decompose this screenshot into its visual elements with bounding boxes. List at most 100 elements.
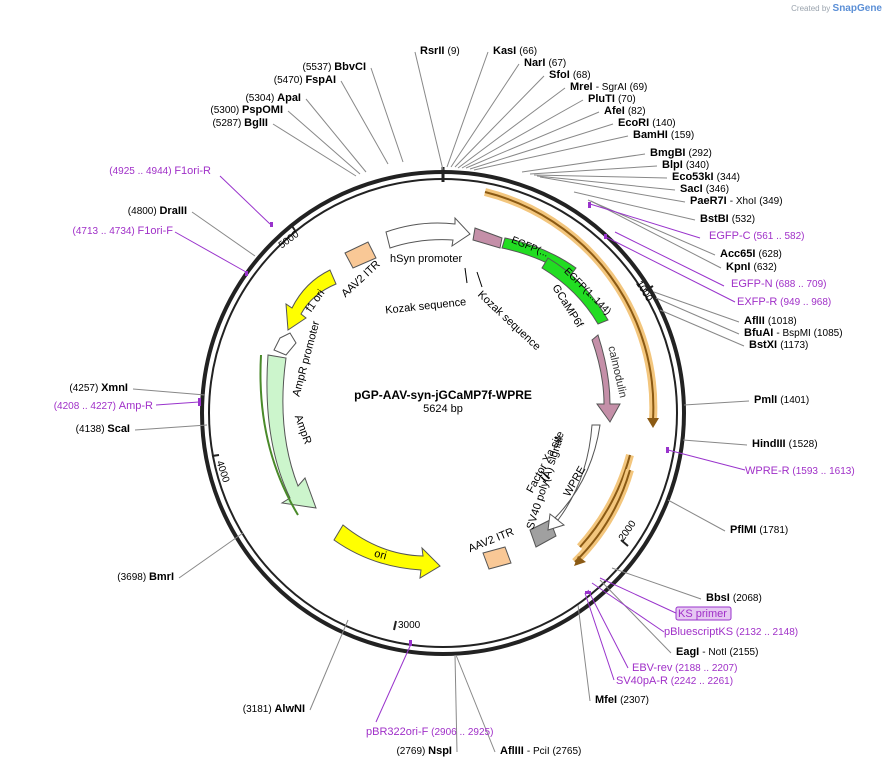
enzyme-labels: RsrII (9) KasI (66)NarI (67)SfoI (68)MreI… bbox=[69, 45, 842, 757]
enzyme-position: (2307) bbox=[620, 695, 649, 706]
enzyme-label-afei[interactable]: AfeI (82) bbox=[604, 105, 646, 117]
enzyme-label-blpi[interactable]: BlpI (340) bbox=[662, 159, 709, 171]
primer-leader-0 bbox=[219, 175, 271, 225]
enzyme-label-bmri[interactable]: (3698) BmrI bbox=[117, 571, 174, 583]
primer-label-ks-primer[interactable]: KS primer bbox=[678, 608, 727, 620]
enzyme-position-extra: (1085) bbox=[811, 328, 843, 339]
enzyme-label-kasi[interactable]: KasI (66) bbox=[493, 45, 537, 57]
enzyme-label-scai[interactable]: (4138) ScaI bbox=[76, 423, 130, 435]
tick-2000: 2000 bbox=[617, 518, 639, 547]
primer-tick-f1ori-f bbox=[245, 271, 248, 276]
enzyme-leader-rsrii bbox=[414, 51, 444, 171]
enzyme-label-paer7i[interactable]: PaeR7I - XhoI (349) bbox=[690, 195, 783, 207]
feature-label-kozak-2: Kozak sequence bbox=[475, 289, 543, 353]
enzyme-name: AlwNI bbox=[274, 703, 305, 715]
enzyme-position: (1018) bbox=[768, 316, 797, 327]
primer-range: (2132 .. 2148) bbox=[733, 627, 798, 638]
enzyme-name: PaeR7I bbox=[690, 195, 730, 207]
primer-label-exfp-r[interactable]: EXFP-R (949 .. 968) bbox=[737, 296, 831, 308]
enzyme-leader-alwni bbox=[309, 619, 349, 711]
primer-label-f1ori-r[interactable]: (4925 .. 4944) F1ori-R bbox=[109, 165, 211, 177]
primer-leader-10 bbox=[587, 589, 629, 669]
enzyme-name: BlpI bbox=[662, 159, 686, 171]
enzyme-label-pspomi[interactable]: (5300) PspOMI bbox=[210, 104, 283, 116]
enzyme-label-afliii[interactable]: AflIII - PciI (2765) bbox=[500, 745, 581, 757]
enzyme-name: EcoRI bbox=[618, 117, 652, 129]
brand-prefix: Created by bbox=[791, 4, 831, 13]
tick-label-3000: 3000 bbox=[398, 620, 421, 631]
enzyme-label-kpni[interactable]: KpnI (632) bbox=[726, 261, 777, 273]
enzyme-leader-scai bbox=[134, 424, 208, 431]
enzyme-name: PflMI bbox=[730, 524, 759, 536]
primer-name: EXFP-R bbox=[737, 296, 777, 308]
enzyme-name: KpnI bbox=[726, 261, 754, 273]
enzyme-label-pluti[interactable]: PluTI (70) bbox=[588, 93, 636, 105]
enzyme-position: (68) bbox=[573, 70, 591, 81]
primer-name: Amp-R bbox=[119, 400, 153, 412]
enzyme-label-mrei[interactable]: MreI - SgrAI (69) bbox=[570, 81, 647, 93]
feature-f1-ori bbox=[285, 269, 337, 331]
primer-label-pbr322ori-f[interactable]: pBR322ori-F (2906 .. 2925) bbox=[366, 726, 493, 738]
enzyme-position: (632) bbox=[754, 262, 777, 273]
enzyme-position: (4138) bbox=[76, 424, 108, 435]
enzyme-label-mfei[interactable]: MfeI (2307) bbox=[595, 694, 649, 706]
enzyme-leader-bbvci bbox=[370, 67, 404, 163]
primer-label-egfp-n[interactable]: EGFP-N (688 .. 709) bbox=[731, 278, 826, 290]
enzyme-label-draiii[interactable]: (4800) DraIII bbox=[128, 205, 187, 217]
enzyme-leader-bamhi bbox=[473, 135, 629, 171]
enzyme-label-apai[interactable]: (5304) ApaI bbox=[245, 92, 301, 104]
primer-label-amp-r[interactable]: (4208 .. 4227) Amp-R bbox=[54, 400, 153, 412]
enzyme-leader-kasi bbox=[446, 51, 489, 168]
enzyme-label-bbvci[interactable]: (5537) BbvCI bbox=[303, 61, 366, 73]
enzyme-label-sfoi[interactable]: SfoI (68) bbox=[549, 69, 591, 81]
enzyme-name: BbsI bbox=[706, 592, 733, 604]
enzyme-label-nari[interactable]: NarI (67) bbox=[524, 57, 566, 69]
outer-arc-features bbox=[484, 188, 659, 566]
enzyme-label-bmgbi[interactable]: BmgBI (292) bbox=[650, 147, 712, 159]
enzyme-position: (140) bbox=[652, 118, 675, 129]
enzyme-label-xmni[interactable]: (4257) XmnI bbox=[69, 382, 128, 394]
primer-label-sv40pa-r[interactable]: SV40pA-R (2242 .. 2261) bbox=[616, 675, 733, 687]
enzyme-label-eagi[interactable]: EagI - NotI (2155) bbox=[676, 646, 758, 658]
enzyme-position: (82) bbox=[628, 106, 646, 117]
enzyme-label-ecori[interactable]: EcoRI (140) bbox=[618, 117, 676, 129]
enzyme-label-rsrii[interactable]: RsrII (9) bbox=[420, 45, 460, 57]
primer-label-f1ori-f[interactable]: (4713 .. 4734) F1ori-F bbox=[73, 225, 174, 237]
primer-label-wpre-r[interactable]: WPRE-R (1593 .. 1613) bbox=[745, 465, 855, 477]
enzyme-position-extra: (2155) bbox=[727, 647, 759, 658]
enzyme-label-fspai[interactable]: (5470) FspAI bbox=[274, 74, 336, 86]
enzyme-label-pmli[interactable]: PmlI (1401) bbox=[754, 394, 809, 406]
enzyme-label-alwni[interactable]: (3181) AlwNI bbox=[243, 703, 305, 715]
enzyme-position: (2068) bbox=[733, 593, 762, 604]
enzyme-leader-nari bbox=[450, 63, 520, 168]
enzyme-label-bstbi[interactable]: BstBI (532) bbox=[700, 213, 755, 225]
primer-range: (2188 .. 2207) bbox=[672, 663, 737, 674]
feature-factor-xa-mark-2 bbox=[540, 470, 550, 480]
enzyme-leader-bstxi bbox=[659, 309, 745, 347]
primer-label-ebv-rev[interactable]: EBV-rev (2188 .. 2207) bbox=[632, 662, 737, 674]
feature-hsyn-promoter bbox=[385, 216, 471, 249]
enzyme-label-hindiii[interactable]: HindIII (1528) bbox=[752, 438, 818, 450]
enzyme-position: (532) bbox=[732, 214, 755, 225]
enzyme-position: (5537) bbox=[303, 62, 335, 73]
enzyme-leader-bstbi bbox=[573, 191, 696, 221]
enzyme-label-aflii[interactable]: AflII (1018) bbox=[744, 315, 797, 327]
enzyme-label-bglii[interactable]: (5287) BglII bbox=[212, 117, 268, 129]
primer-leader-5 bbox=[614, 231, 725, 287]
primer-tick-f1ori-r bbox=[270, 222, 273, 227]
primer-label-egfp-c[interactable]: EGFP-C (561 .. 582) bbox=[709, 230, 804, 242]
primer-leader-3 bbox=[375, 643, 412, 723]
enzyme-label-saci[interactable]: SacI (346) bbox=[680, 183, 729, 195]
enzyme-label-bstxi[interactable]: BstXI (1173) bbox=[749, 339, 808, 351]
enzyme-leader-acc65i bbox=[587, 199, 716, 256]
enzyme-label-bbsi[interactable]: BbsI (2068) bbox=[706, 592, 762, 604]
enzyme-label-bamhi[interactable]: BamHI (159) bbox=[633, 129, 694, 141]
primer-label-pbluescriptks[interactable]: pBluescriptKS (2132 .. 2148) bbox=[664, 626, 798, 638]
enzyme-position: (340) bbox=[686, 160, 709, 171]
enzyme-label-eco53ki[interactable]: Eco53kI (344) bbox=[672, 171, 740, 183]
enzyme-name: EagI bbox=[676, 646, 702, 658]
enzyme-label-bfuai[interactable]: BfuAI - BspMI (1085) bbox=[744, 327, 843, 339]
enzyme-label-nspi[interactable]: (2769) NspI bbox=[396, 745, 452, 757]
enzyme-label-pflmi[interactable]: PflMI (1781) bbox=[730, 524, 788, 536]
enzyme-label-acc65i[interactable]: Acc65I (628) bbox=[720, 248, 782, 260]
